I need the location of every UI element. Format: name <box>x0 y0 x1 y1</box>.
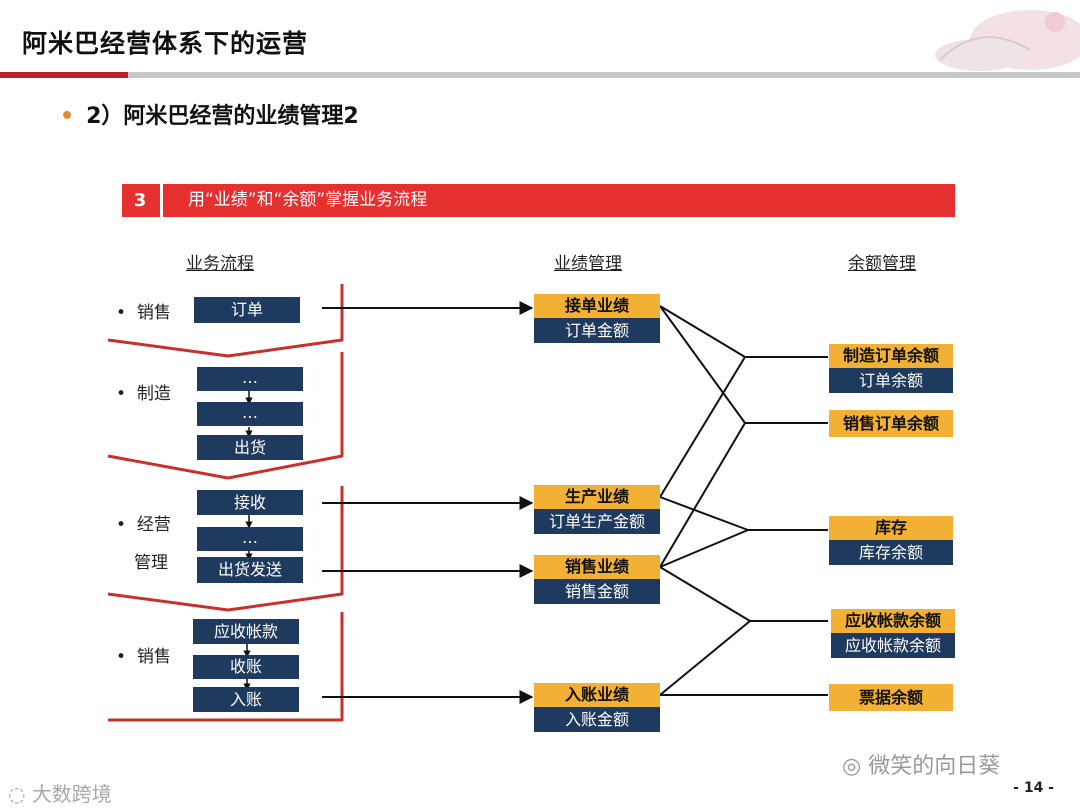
perf-sales-top: 销售业绩 <box>534 555 660 579</box>
logo: ◌ 大数跨境 <box>8 778 112 807</box>
balance-inventory-top: 库存 <box>829 516 953 540</box>
label-sales-2: 销售 <box>137 647 171 667</box>
link <box>660 530 748 567</box>
label-management-1: 经营 <box>137 515 171 535</box>
process-box-entry: 入账 <box>193 687 299 712</box>
balance-inventory-bottom: 库存余额 <box>829 540 953 565</box>
process-box-order: 订单 <box>194 297 300 323</box>
process-box-receivable: 应收帐款 <box>193 619 299 644</box>
perf-sales-bottom: 销售金额 <box>534 579 660 604</box>
link <box>660 306 745 423</box>
bullet-manufacturing: • 制造 <box>116 379 171 404</box>
process-box-ellipsis-1: … <box>197 367 303 391</box>
label-management-2: 管理 <box>134 548 168 573</box>
process-box-shipment: 出货 <box>197 435 303 460</box>
logo-text: 大数跨境 <box>32 782 112 806</box>
perf-order-bottom: 订单金额 <box>534 318 660 343</box>
label-manufacturing: 制造 <box>137 384 171 404</box>
perf-production-bottom: 订单生产金额 <box>534 509 660 534</box>
link <box>660 621 750 695</box>
perf-order-top: 接单业绩 <box>534 294 660 318</box>
process-box-ellipsis-3: … <box>197 527 303 551</box>
watermark: ◎ 微笑的向日葵 <box>842 748 1000 780</box>
bullet-sales-2: • 销售 <box>116 642 171 667</box>
perf-entry-top: 入账业绩 <box>534 683 660 707</box>
label-sales-1: 销售 <box>137 303 171 323</box>
balance-notes: 票据余额 <box>829 684 953 711</box>
page-number: - 14 - <box>1013 780 1054 796</box>
balance-sales-order: 销售订单余额 <box>829 410 953 437</box>
process-box-ellipsis-2: … <box>197 402 303 426</box>
balance-mfg-order-bottom: 订单余额 <box>829 368 953 393</box>
watermark-text: 微笑的向日葵 <box>868 754 1000 779</box>
process-box-collect: 收账 <box>193 655 299 679</box>
balance-receivable-top: 应收帐款余额 <box>831 609 955 633</box>
wechat-icon: ◎ <box>842 754 861 779</box>
link <box>660 497 748 530</box>
process-box-ship-send: 出货发送 <box>197 557 303 583</box>
perf-production-top: 生产业绩 <box>534 485 660 509</box>
perf-entry-bottom: 入账金额 <box>534 707 660 732</box>
link <box>660 306 745 357</box>
logo-icon: ◌ <box>8 782 25 806</box>
bullet-sales-1: • 销售 <box>116 298 171 323</box>
balance-receivable-bottom: 应收帐款余额 <box>831 633 955 658</box>
process-box-receive: 接收 <box>197 490 303 515</box>
link <box>660 423 745 567</box>
bullet-management: • 经营 <box>116 510 171 535</box>
balance-mfg-order-top: 制造订单余额 <box>829 344 953 368</box>
link <box>660 357 745 497</box>
link <box>660 567 750 621</box>
